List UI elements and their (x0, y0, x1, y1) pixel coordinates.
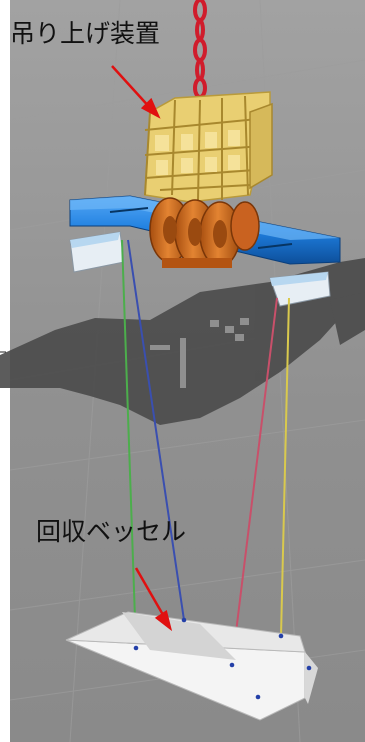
shadow-gaps (150, 318, 249, 388)
recovery-vessel (65, 611, 318, 721)
lifting-device (144, 91, 273, 203)
suspension-cables (121, 239, 290, 666)
recovery-vessel-label: 回収ベッセル (36, 517, 187, 546)
end-brackets (69, 231, 331, 307)
lifting-device-label: 吊り上げ装置 (10, 19, 161, 48)
coupler-coils (149, 197, 260, 268)
annotation-arrows (111, 65, 173, 632)
